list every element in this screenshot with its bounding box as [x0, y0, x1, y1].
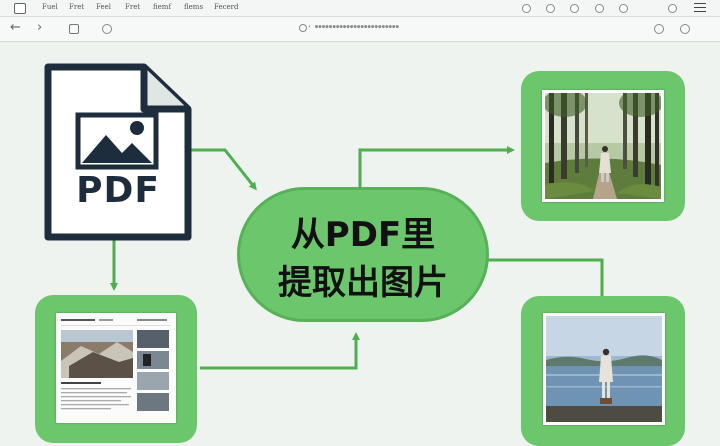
menu-item-4[interactable]: Fret [125, 3, 141, 11]
app-icon[interactable] [14, 3, 26, 14]
tab-icon[interactable] [69, 24, 79, 34]
lake-photo-image [546, 316, 662, 422]
arrow-center-to-forest [358, 146, 515, 188]
arrow-pdf-to-center [190, 148, 257, 191]
lake-photo [543, 313, 665, 425]
hamburger-menu-icon[interactable] [694, 3, 706, 12]
window-control-2[interactable] [546, 4, 555, 13]
document-page-image [59, 316, 173, 420]
window-control-1[interactable] [522, 4, 531, 13]
menu-item-7[interactable]: Fecerd [214, 3, 239, 11]
menu-item-3[interactable]: Feel [96, 3, 111, 11]
center-title-line1: 从PDF里 [290, 215, 436, 255]
document-thumbnail [56, 313, 176, 423]
menu-item-6[interactable]: flems [184, 3, 204, 11]
arrow-document-to-center [200, 332, 360, 370]
line-center-to-lake [488, 258, 604, 296]
pdf-label: PDF [76, 170, 160, 211]
window-control-3[interactable] [570, 4, 579, 13]
toolbar-action-1-icon[interactable] [654, 24, 664, 34]
window-control-6[interactable] [668, 4, 677, 13]
window-control-5[interactable] [619, 4, 628, 13]
menu-item-5[interactable]: fiemf [153, 3, 172, 11]
browser-toolbar: ← › • ●●●●●●●●●●●●●●●●●●●●●●●● [0, 17, 720, 42]
menu-bar: Fuel Fret Feel Fret fiemf flems Fecerd [0, 0, 720, 17]
pdf-file-icon [44, 63, 192, 241]
back-icon[interactable]: ← [10, 20, 21, 35]
center-node [237, 187, 489, 322]
toolbar-action-2-icon[interactable] [680, 24, 690, 34]
address-bar[interactable]: • ●●●●●●●●●●●●●●●●●●●●●●●● [308, 24, 400, 30]
site-info-icon[interactable] [299, 24, 307, 32]
window-control-4[interactable] [595, 4, 604, 13]
forest-photo [542, 90, 664, 202]
center-title-line2: 提取出图片 [278, 263, 448, 303]
menu-item-2[interactable]: Fret [69, 3, 85, 11]
forest-photo-image [545, 93, 661, 199]
menu-item-1[interactable]: Fuel [42, 3, 58, 11]
forward-icon[interactable]: › [37, 20, 43, 35]
reload-icon[interactable] [102, 24, 112, 34]
